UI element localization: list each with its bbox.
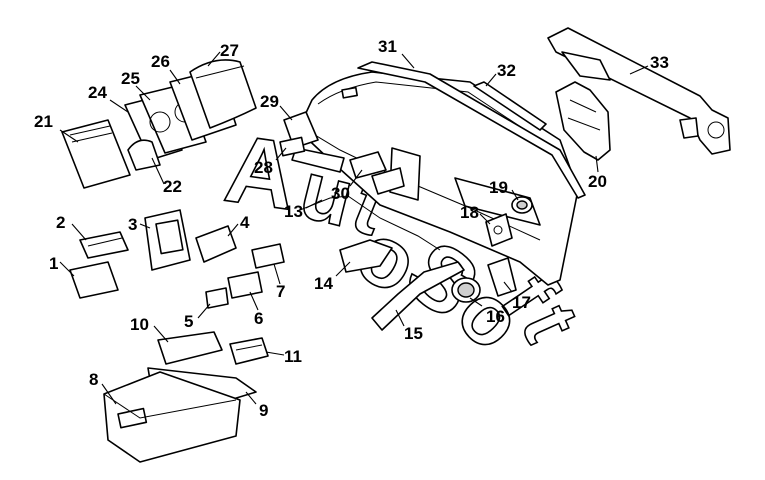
part-steering-beam (547, 27, 731, 155)
callout-5: 5 (184, 312, 193, 331)
callout-19: 19 (489, 178, 508, 197)
callout-7: 7 (276, 282, 285, 301)
part-panel-4 (195, 225, 237, 263)
part-switch-panel-2 (79, 231, 129, 259)
callout-26: 26 (151, 52, 170, 71)
callout-2: 2 (56, 213, 65, 232)
callout-18: 18 (460, 203, 479, 222)
part-console-top-10 (157, 331, 223, 365)
callout-10: 10 (130, 315, 149, 334)
part-defroster-strip (357, 61, 586, 199)
callout-22: 22 (163, 177, 182, 196)
callout-labels: 1 2 3 4 5 6 7 8 9 10 11 13 14 15 16 17 1… (34, 37, 669, 420)
callout-3: 3 (128, 215, 137, 234)
part-console-box-8 (103, 371, 241, 463)
callout-20: 20 (588, 172, 607, 191)
callout-32: 32 (497, 61, 516, 80)
part-pocket-6 (227, 271, 263, 299)
part-ashtray-11 (229, 337, 269, 365)
callout-6: 6 (254, 309, 263, 328)
callout-9: 9 (259, 401, 268, 420)
callout-30: 30 (331, 184, 350, 203)
part-pocket-5 (205, 287, 229, 309)
callout-24: 24 (88, 83, 107, 102)
part-meter-lens (61, 119, 131, 189)
callout-8: 8 (89, 370, 98, 389)
part-switch-30 (349, 151, 405, 195)
callout-17: 17 (512, 293, 531, 312)
part-bracket-22 (127, 139, 161, 171)
leader-lines (59, 51, 649, 405)
part-cable-13 (299, 195, 441, 251)
part-frame-3 (144, 209, 191, 271)
callout-33: 33 (650, 53, 669, 72)
callout-25: 25 (121, 69, 140, 88)
callout-14: 14 (314, 274, 333, 293)
part-side-cover-17 (487, 257, 517, 297)
callout-11: 11 (284, 347, 302, 366)
callout-16: 16 (486, 307, 505, 326)
callout-15: 15 (404, 324, 423, 343)
part-meter-case (169, 59, 257, 141)
callout-27: 27 (220, 41, 239, 60)
callout-13: 13 (284, 202, 303, 221)
callout-28: 28 (254, 158, 273, 177)
callout-29: 29 (260, 92, 279, 111)
part-box-1 (69, 261, 119, 299)
part-speaker-16 (451, 277, 481, 303)
part-vent-28 (279, 136, 306, 157)
callout-4: 4 (240, 213, 250, 232)
part-lower-cover-14 (339, 239, 393, 273)
part-knee-panel-15 (371, 261, 465, 331)
part-bracket-20 (555, 81, 611, 161)
callout-1: 1 (49, 254, 58, 273)
part-switch-18 (485, 213, 513, 247)
callout-21: 21 (34, 112, 53, 131)
part-pocket-7 (251, 243, 285, 269)
callout-31: 31 (378, 37, 397, 56)
part-switch-19 (511, 196, 533, 214)
part-grille-strip (473, 81, 547, 131)
